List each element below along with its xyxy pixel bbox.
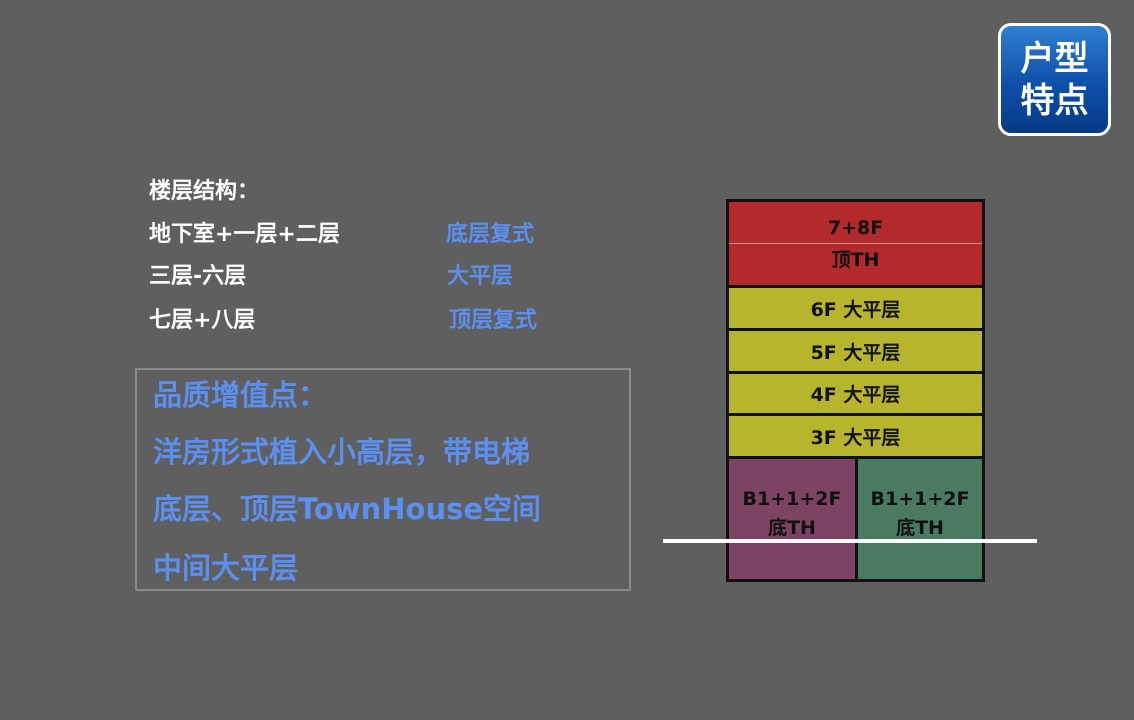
top-floor-label: 7+8F [827,216,884,239]
quality-point-2: 底层、顶层TownHouse空间 [153,492,542,526]
bottom-right-floor-type: 底TH [896,517,944,539]
structure-row-1-floors: 地下室+一层+二层 [149,222,340,247]
structure-row-1-type: 底层复式 [446,222,535,247]
quality-point-1: 洋房形式植入小高层，带电梯 [153,435,531,469]
floor-4f: 4F 大平层 [729,374,982,413]
structure-row-3-type: 顶层复式 [449,308,538,333]
top-divider-line [729,243,982,244]
bottom-left-floor-type: 底TH [768,517,816,539]
building-section-diagram: 7+8F 顶TH 6F 大平层 5F 大平层 4F 大平层 3F 大平层 B1+… [726,199,985,582]
quality-point-3: 中间大平层 [153,551,299,585]
structure-heading: 楼层结构： [149,179,260,204]
bottom-right-floor-label: B1+1+2F [870,488,970,510]
top-floor-type: 顶TH [831,248,880,271]
badge-line-1: 户型 [1020,38,1089,79]
quality-heading: 品质增值点： [153,378,328,412]
section-badge: 户型 特点 [998,23,1111,136]
floor-5f: 5F 大平层 [729,331,982,371]
floor-bottom-townhouse-left: B1+1+2F 底TH [729,459,855,579]
structure-row-2-type: 大平层 [447,264,514,289]
floor-3f: 3F 大平层 [729,416,982,456]
badge-line-2: 特点 [1020,80,1089,121]
structure-row-2-floors: 三层-六层 [149,264,247,289]
floor-bottom-townhouse-right: B1+1+2F 底TH [858,459,982,579]
floor-6f: 6F 大平层 [729,288,982,328]
structure-row-3-floors: 七层+八层 [149,308,256,333]
bottom-left-floor-label: B1+1+2F [742,488,842,510]
floor-top-townhouse: 7+8F 顶TH [729,202,982,285]
quality-points-box: 品质增值点： 洋房形式植入小高层，带电梯 底层、顶层TownHouse空间 中间… [135,368,631,591]
ground-level-line [663,539,1037,543]
